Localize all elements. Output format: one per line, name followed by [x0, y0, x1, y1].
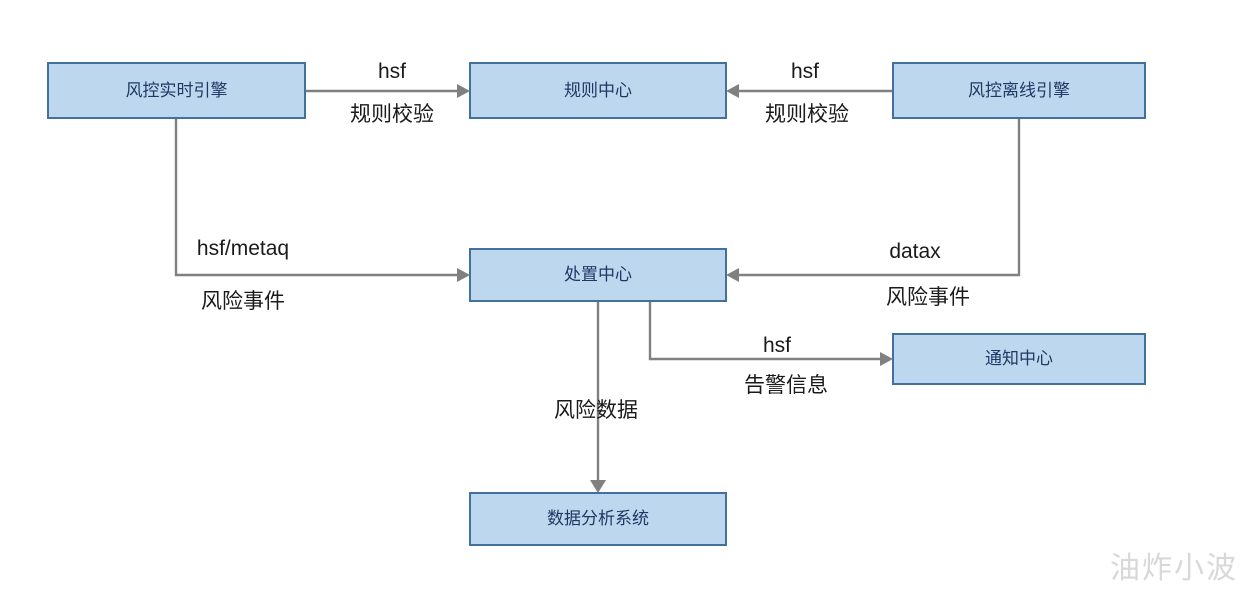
- edge-payload-label: 风险事件: [886, 286, 970, 309]
- edge-offline-to-rule: hsf 规则校验: [726, 60, 893, 126]
- watermark: 油炸小波: [1110, 552, 1238, 585]
- arrowhead-icon: [457, 268, 470, 282]
- edge-payload-label: 告警信息: [744, 374, 828, 397]
- node-label: 数据分析系统: [547, 509, 649, 528]
- node-box[interactable]: [892, 62, 1146, 119]
- edge-line: [648, 301, 880, 361]
- edge-payload-label: 规则校验: [350, 103, 434, 126]
- edge-realtime-to-disposal: hsf/metaq 风险事件: [174, 118, 470, 313]
- node-offline-engine[interactable]: 风控离线引擎: [892, 62, 1146, 119]
- edge-line: [739, 118, 1021, 277]
- node-label: 通知中心: [985, 349, 1053, 368]
- node-label: 风控离线引擎: [968, 81, 1070, 100]
- node-realtime-engine[interactable]: 风控实时引擎: [47, 62, 306, 119]
- arrowhead-icon: [880, 352, 893, 366]
- arrowhead-icon: [590, 480, 606, 493]
- edge-offline-to-disposal: datax 风险事件: [726, 118, 1021, 309]
- edge-line: [174, 118, 457, 277]
- node-rule-center[interactable]: 规则中心: [469, 62, 727, 119]
- arrowhead-icon: [457, 84, 470, 98]
- edge-protocol-label: hsf/metaq: [197, 237, 289, 260]
- edge-protocol-label: datax: [889, 240, 941, 263]
- edge-disposal-to-analysis: 风险数据: [554, 301, 638, 493]
- node-label: 风控实时引擎: [126, 81, 228, 100]
- node-box[interactable]: [469, 62, 727, 119]
- edge-protocol-label: hsf: [763, 334, 791, 357]
- arrowhead-icon: [726, 268, 739, 282]
- arrowhead-icon: [726, 84, 739, 98]
- edge-protocol-label: hsf: [378, 60, 406, 83]
- node-disposal-center[interactable]: 处置中心: [469, 248, 727, 302]
- node-box[interactable]: [469, 492, 727, 546]
- node-box[interactable]: [469, 248, 727, 302]
- edge-disposal-to-notify: hsf 告警信息: [648, 301, 893, 397]
- node-box[interactable]: [892, 333, 1146, 385]
- node-box[interactable]: [47, 62, 306, 119]
- edge-protocol-label: hsf: [791, 60, 819, 83]
- node-analysis-system[interactable]: 数据分析系统: [469, 492, 727, 546]
- node-label: 处置中心: [564, 265, 632, 284]
- edge-payload-label: 规则校验: [765, 103, 849, 126]
- edge-realtime-to-rule: hsf 规则校验: [305, 60, 470, 126]
- node-notify-center[interactable]: 通知中心: [892, 333, 1146, 385]
- edge-payload-label: 风险数据: [554, 399, 638, 422]
- edge-payload-label: 风险事件: [201, 290, 285, 313]
- node-label: 规则中心: [564, 81, 632, 100]
